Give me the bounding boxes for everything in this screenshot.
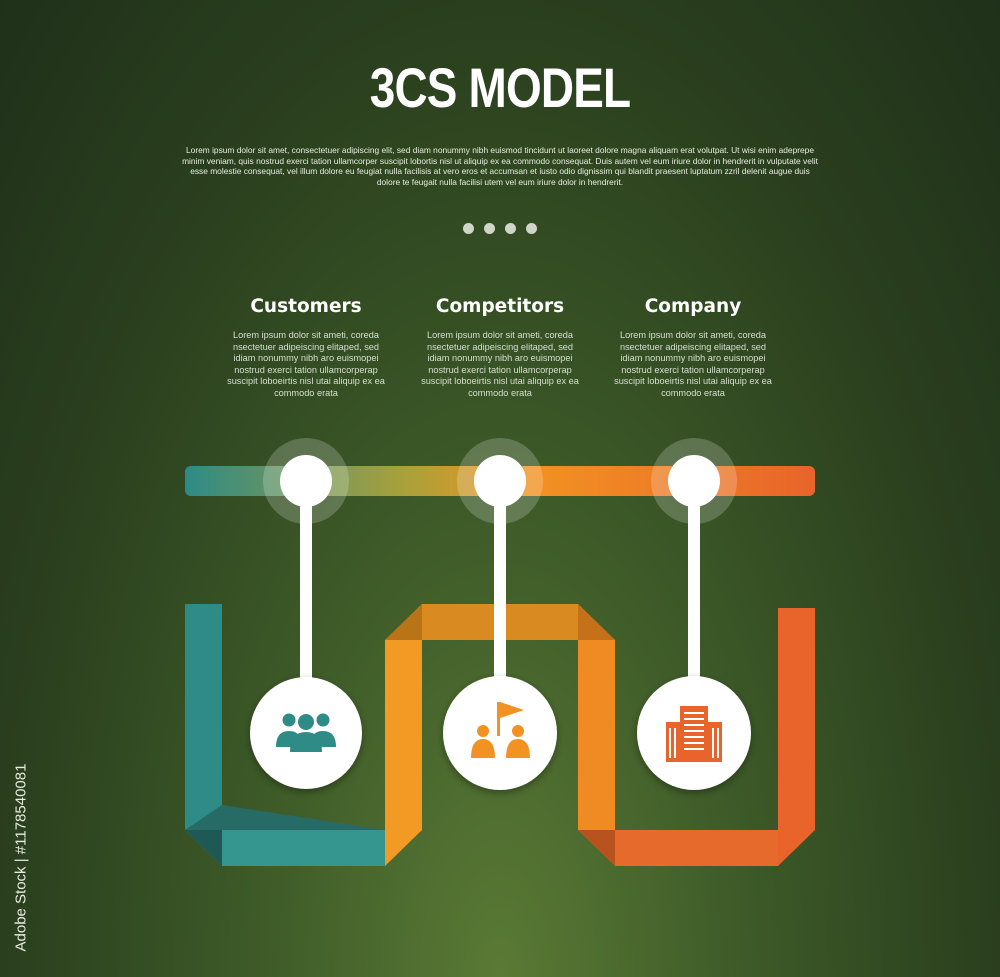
page-subtitle: Lorem ipsum dolor sit amet, consectetuer… [182,145,818,187]
dot [484,223,495,234]
pagination-dots [463,223,537,234]
node-customers [280,455,332,507]
page-title: 3CS MODEL [369,56,631,119]
dot [463,223,474,234]
company-building-icon [666,706,722,762]
stock-watermark: Adobe Stock | #1178540081 [8,740,32,960]
watermark-text: Adobe Stock | #1178540081 [12,763,30,952]
ribbon-red-orange [578,608,815,866]
competitors-flag-icon [471,702,530,758]
dot [505,223,516,234]
dot [526,223,537,234]
item-description-company: Lorem ipsum dolor sit ameti, coreda nsec… [614,330,772,398]
item-title-company: Company [644,296,742,317]
customers-group-icon [276,713,336,752]
item-description-customers: Lorem ipsum dolor sit ameti, coreda nsec… [227,330,385,398]
item-description-competitors: Lorem ipsum dolor sit ameti, coreda nsec… [421,330,579,398]
node-company [668,455,720,507]
connector-line [300,481,312,691]
ribbon-teal [185,604,385,866]
connector-line [688,481,700,691]
item-title-competitors: Competitors [435,296,565,317]
node-competitors [474,455,526,507]
connector-line [494,481,506,691]
ribbon-orange [385,604,615,866]
item-title-customers: Customers [250,296,362,317]
